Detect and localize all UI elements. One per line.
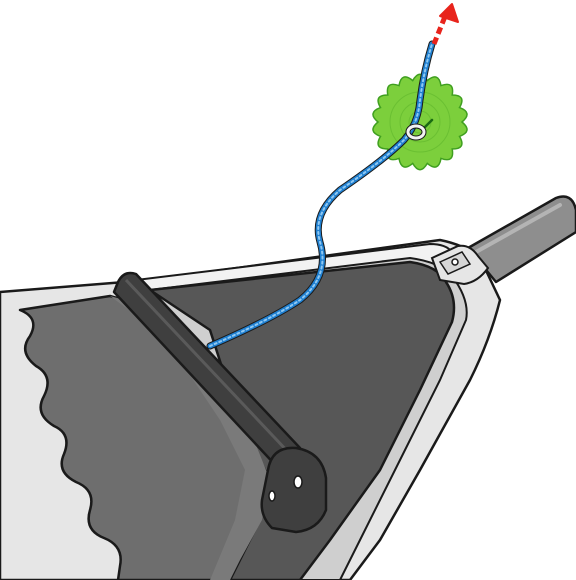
batten-end-cap	[262, 448, 326, 532]
end-cap-hole-lower	[269, 491, 275, 501]
arrow-dashes	[434, 14, 446, 44]
pull-direction-arrow	[434, 4, 458, 44]
fitting-pin	[452, 259, 458, 265]
end-cap-hole	[294, 476, 302, 488]
